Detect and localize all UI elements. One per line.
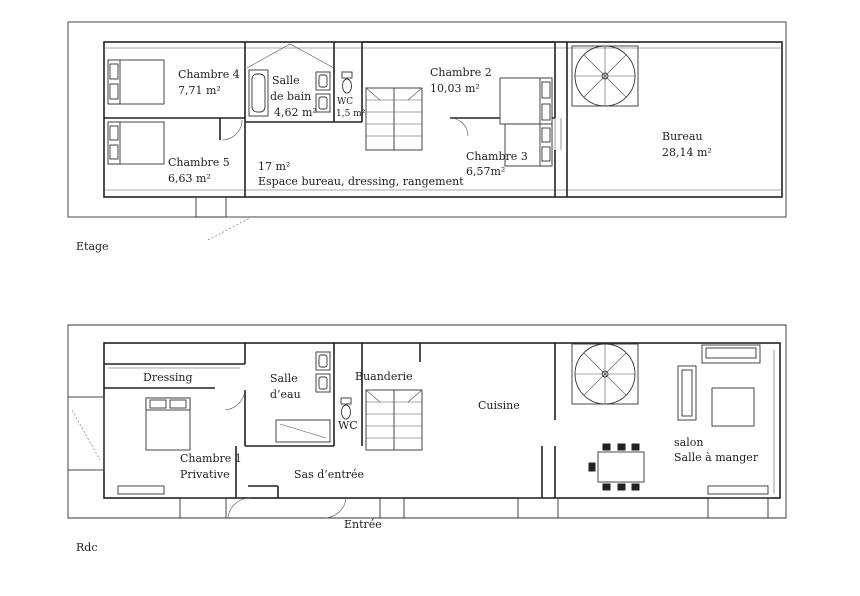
chambre-3-name: Chambre 3 bbox=[466, 150, 528, 163]
etage-plan: Chambre 4 7,71 m² Chambre 5 6,63 m² Sall… bbox=[67, 21, 787, 253]
sdb-area: 4,62 m² bbox=[274, 106, 317, 119]
espace-name: Espace bureau, dressing, rangement bbox=[258, 175, 464, 188]
chambre-4-area: 7,71 m² bbox=[178, 84, 221, 97]
sofa-icon bbox=[677, 344, 761, 421]
bureau-area: 28,14 m² bbox=[662, 146, 712, 159]
chambre-1-name: Chambre 1 bbox=[180, 452, 242, 465]
shower-icon bbox=[275, 419, 331, 443]
entree-name: Entrée bbox=[344, 518, 382, 531]
etage-caption: Etage bbox=[76, 240, 109, 253]
bureau-name: Bureau bbox=[662, 130, 703, 143]
dining-table-icon bbox=[588, 443, 645, 491]
staircase-etage-icon bbox=[365, 87, 423, 151]
bed-chambre-2-icon bbox=[499, 77, 553, 125]
bed-chambre-4-icon bbox=[107, 59, 165, 105]
double-sink-rdc-icon bbox=[315, 351, 331, 393]
dressing-name: Dressing bbox=[143, 371, 193, 384]
chambre-2-area: 10,03 m² bbox=[430, 82, 480, 95]
bed-chambre-5-icon bbox=[107, 121, 165, 165]
spiral-staircase-etage-icon bbox=[571, 45, 639, 107]
bed-chambre-1-icon bbox=[145, 397, 191, 451]
sas-name: Sas d’entrée bbox=[294, 468, 364, 481]
wc-rdc-name: WC bbox=[338, 419, 358, 432]
chambre-1-sub: Privative bbox=[180, 468, 230, 481]
salle-eau-line2: d’eau bbox=[270, 388, 301, 401]
cuisine-name: Cuisine bbox=[478, 399, 520, 412]
chambre-3-area: 6,57m² bbox=[466, 165, 505, 178]
wc-etage-area: 1,5 m² bbox=[336, 109, 366, 119]
staircase-rdc-icon bbox=[365, 389, 423, 451]
sdb-name-line1: Salle bbox=[272, 74, 300, 87]
bed-chambre-3-icon bbox=[504, 123, 553, 167]
wc-etage-name: WC bbox=[337, 97, 353, 107]
toilet-icon bbox=[341, 71, 353, 94]
salon-name: salon bbox=[674, 436, 703, 449]
sdb-name-line2: de bain bbox=[270, 90, 311, 103]
rdc-outer-wall bbox=[67, 324, 787, 519]
spiral-staircase-rdc-icon bbox=[571, 343, 639, 405]
chambre-4-name: Chambre 4 bbox=[178, 68, 240, 81]
rdc-caption: Rdc bbox=[76, 541, 97, 554]
toilet-rdc-icon bbox=[340, 397, 352, 420]
chambre-5-area: 6,63 m² bbox=[168, 172, 211, 185]
double-sink-icon bbox=[315, 71, 331, 113]
etage-outer-wall bbox=[67, 21, 787, 218]
chambre-2-name: Chambre 2 bbox=[430, 66, 492, 79]
bathtub-icon bbox=[246, 43, 335, 117]
rdc-plan: Dressing Chambre 1 Privative Salle d’eau… bbox=[67, 324, 787, 554]
salle-eau-line1: Salle bbox=[270, 372, 298, 385]
salle-a-manger-name: Salle à manger bbox=[674, 451, 759, 464]
chambre-5-name: Chambre 5 bbox=[168, 156, 230, 169]
buanderie-name: Buanderie bbox=[355, 370, 413, 383]
coffee-table-icon bbox=[711, 387, 755, 427]
espace-area: 17 m² bbox=[258, 160, 290, 173]
